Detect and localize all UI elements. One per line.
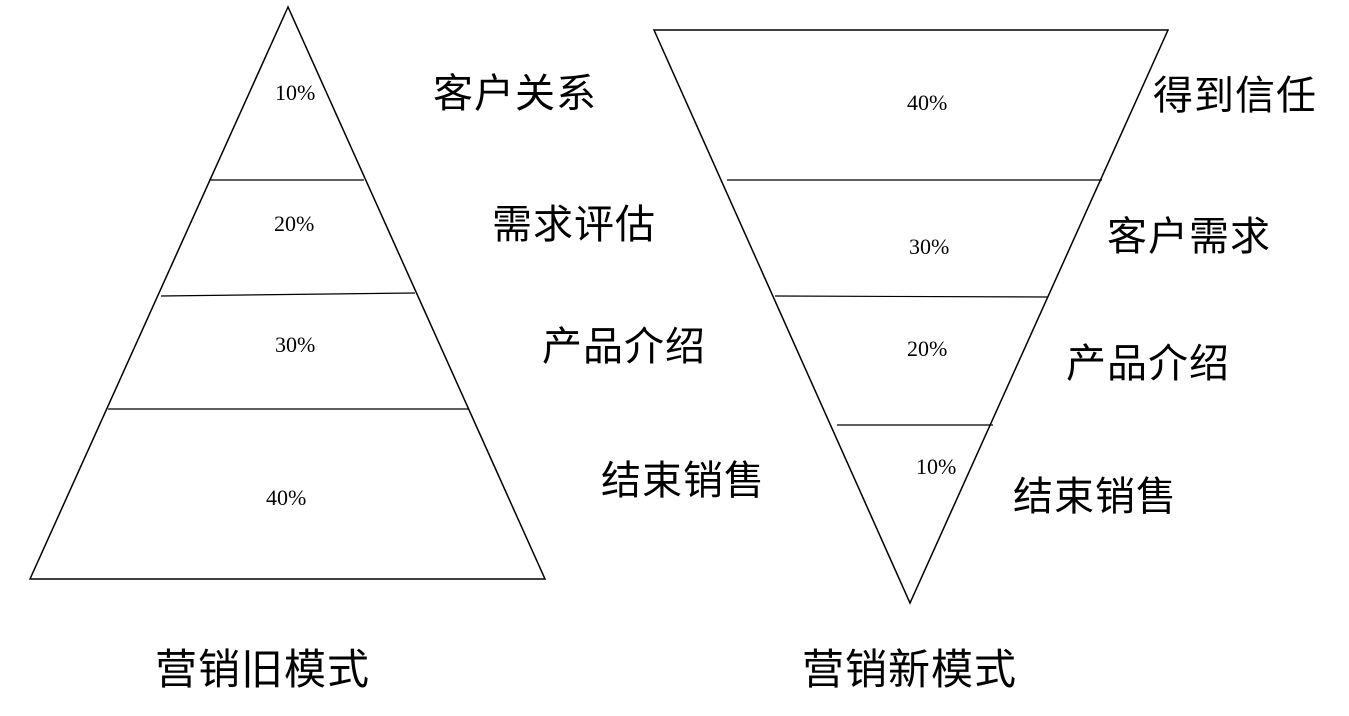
new-funnel-outline	[652, 29, 1170, 605]
new-level-4-label: 结束销售	[1013, 474, 1177, 520]
new-model-caption: 营销新模式	[802, 645, 1017, 694]
new-level-2-label: 客户需求	[1107, 214, 1271, 260]
new-level-3-percent: 20%	[907, 336, 947, 361]
old-level-3-percent: 30%	[275, 332, 315, 357]
old-level-1-label: 客户关系	[433, 71, 597, 117]
new-level-2-percent: 30%	[909, 234, 949, 259]
new-level-1-label: 得到信任	[1153, 73, 1317, 119]
old-level-2-percent: 20%	[274, 211, 314, 236]
old-level-3-label: 产品介绍	[542, 324, 706, 370]
old-level-4-percent: 40%	[266, 485, 306, 510]
new-level-1-percent: 40%	[907, 90, 947, 115]
old-model-caption: 营销旧模式	[155, 645, 370, 694]
new-model-funnel: 40% 30% 20% 10% 得到信任 客户需求 产品介绍 结束销售 营销新模…	[652, 29, 1317, 694]
old-level-1-percent: 10%	[275, 80, 315, 105]
new-level-4-percent: 10%	[916, 454, 956, 479]
old-model-pyramid: 10% 20% 30% 40% 客户关系 需求评估 产品介绍 结束销售 营销旧模…	[28, 5, 765, 694]
old-level-4-label: 结束销售	[601, 458, 765, 504]
new-funnel-divider-2	[774, 295, 1049, 298]
new-level-3-label: 产品介绍	[1066, 341, 1230, 387]
old-pyramid-divider-2	[160, 292, 416, 297]
old-pyramid-outline	[28, 5, 547, 580]
old-level-2-label: 需求评估	[492, 202, 656, 248]
